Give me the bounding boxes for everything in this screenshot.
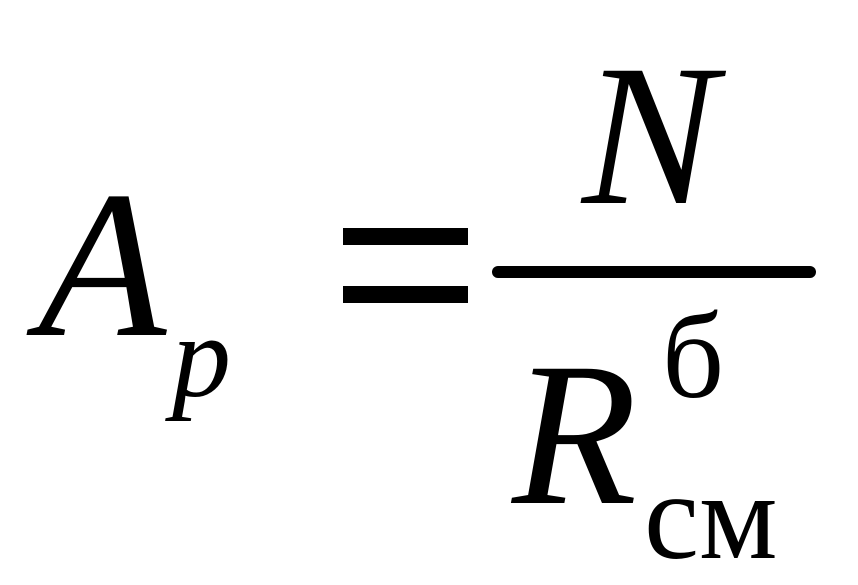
equals-sign-top-bar xyxy=(343,228,468,245)
fraction-bar xyxy=(492,266,816,278)
variable-A: A xyxy=(38,149,167,381)
subscript-p: p xyxy=(172,291,231,422)
equals-sign-bottom-bar xyxy=(343,286,468,303)
subscript-sm: см xyxy=(644,448,778,585)
numerator-N: N xyxy=(582,23,717,247)
denominator-R: R xyxy=(512,321,638,548)
superscript-b: б xyxy=(662,289,725,424)
